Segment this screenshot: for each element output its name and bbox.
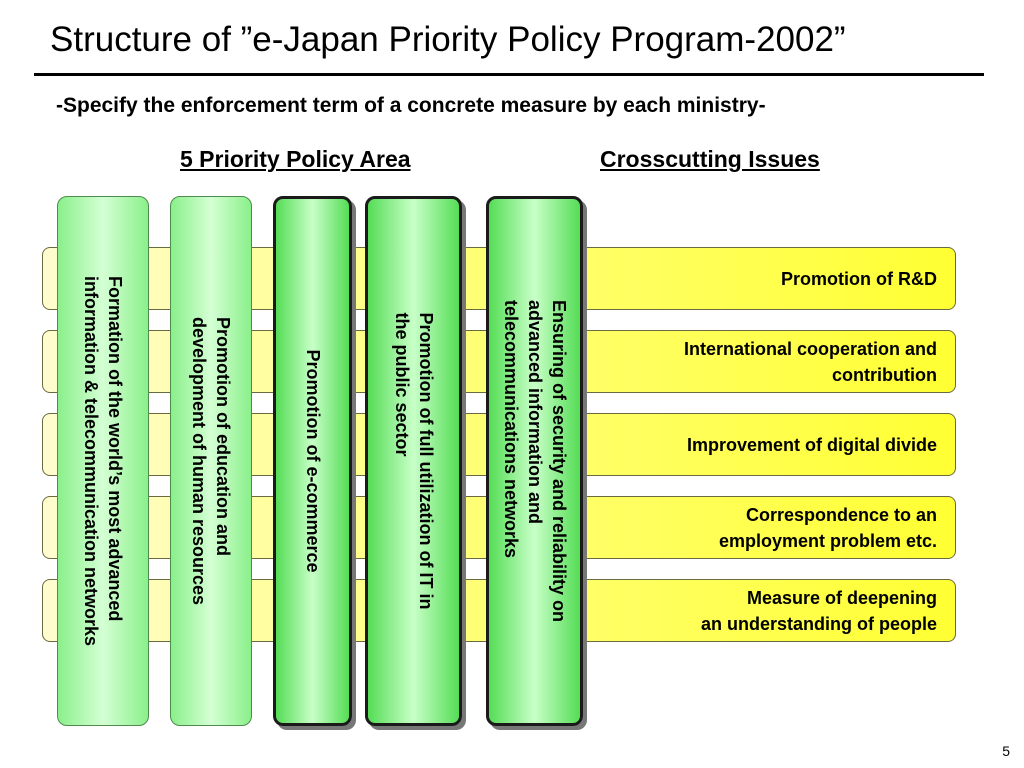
pillar-label: Promotion of full utilization of IT in t… [391, 312, 436, 610]
policy-pillar-security: Ensuring of security and reliability on … [486, 196, 583, 726]
slide-title: Structure of ”e-Japan Priority Policy Pr… [50, 20, 846, 59]
policy-pillar-ecommerce: Promotion of e-commerce [273, 196, 352, 726]
crosscutting-label: International cooperation and contributi… [683, 338, 937, 385]
crosscutting-heading: Crosscutting Issues [600, 146, 820, 172]
crosscutting-label: Measure of deepening an understanding of… [700, 587, 937, 634]
policy-pillar-public-sector: Promotion of full utilization of IT in t… [365, 196, 462, 726]
crosscutting-label: Promotion of R&D [781, 268, 937, 289]
pillar-label: Ensuring of security and reliability on … [500, 299, 569, 623]
pillar-label: Formation of the world’s most advanced i… [81, 275, 125, 647]
priority-policy-heading: 5 Priority Policy Area [180, 146, 411, 172]
policy-pillar-education: Promotion of education and development o… [170, 196, 252, 726]
pillar-label: Promotion of e-commerce [302, 349, 323, 573]
title-underline [34, 73, 984, 76]
crosscutting-label: Correspondence to an employment problem … [718, 504, 937, 551]
page-number: 5 [1002, 743, 1010, 759]
pillar-label: Promotion of education and development o… [189, 316, 233, 606]
crosscutting-label: Improvement of digital divide [686, 434, 937, 455]
policy-pillar-networks: Formation of the world’s most advanced i… [57, 196, 149, 726]
slide-subtitle: -Specify the enforcement term of a concr… [56, 94, 766, 117]
